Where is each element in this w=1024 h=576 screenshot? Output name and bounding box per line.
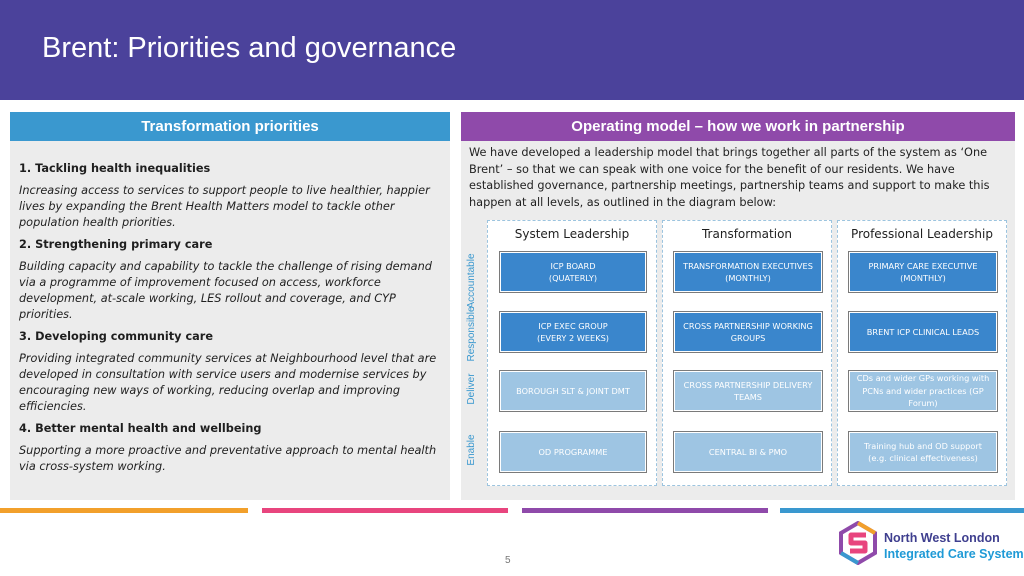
cell-cds-and-wider-gps: CDs and wider GPs working with PCNs and …: [848, 370, 998, 412]
priority-2-desc: Building capacity and capability to tack…: [19, 260, 432, 321]
operating-model-heading: Operating model – how we work in partner…: [461, 112, 1015, 141]
footer-bar-purple: [522, 508, 768, 513]
priorities-list: 1. Tackling health inequalities Increasi…: [10, 141, 450, 475]
logo-line-2: Integrated Care System: [884, 547, 1024, 561]
priority-3-title: 3. Developing community care: [19, 330, 214, 343]
transformation-priorities-heading: Transformation priorities: [10, 112, 450, 141]
operating-model-intro: We have developed a leadership model tha…: [469, 146, 990, 209]
nwl-logo-text: North West London Integrated Care System: [884, 530, 1024, 562]
header-bar: Brent: Priorities and governance: [0, 0, 1024, 100]
cell-cross-partnership-working-groups: CROSS PARTNERSHIP WORKING GROUPS: [673, 311, 823, 353]
page-number: 5: [505, 555, 511, 566]
page-title: Brent: Priorities and governance: [42, 32, 457, 64]
priority-4-title: 4. Better mental health and wellbeing: [19, 422, 262, 435]
row-label-enable: Enable: [465, 434, 477, 466]
cell-central-bi-pmo: CENTRAL BI & PMO: [673, 431, 823, 473]
row-label-responsible: Responsible: [465, 306, 477, 362]
operating-model-panel: Operating model – how we work in partner…: [461, 112, 1015, 500]
row-label-deliver: Deliver: [465, 373, 477, 405]
cell-cross-partnership-delivery-teams: CROSS PARTNERSHIP DELIVERY TEAMS: [673, 370, 823, 412]
cell-transformation-executives: TRANSFORMATION EXECUTIVES(MONTHLY): [673, 251, 823, 293]
priority-3-desc: Providing integrated community services …: [19, 352, 437, 413]
cell-training-hub: Training hub and OD support (e.g. clinic…: [848, 431, 998, 473]
priority-1-desc: Increasing access to services to support…: [19, 184, 430, 229]
column-title-system-leadership: System Leadership: [514, 227, 630, 241]
column-title-professional-leadership: Professional Leadership: [851, 227, 993, 241]
row-label-accountable: Accountable: [465, 253, 477, 309]
cell-primary-care-executive: PRIMARY CARE EXECUTIVE(MONTHLY): [848, 251, 998, 293]
cell-icp-exec-group: ICP EXEC GROUP(EVERY 2 WEEKS): [499, 311, 647, 353]
cell-borough-slt-joint-dmt: BOROUGH SLT & JOINT DMT: [499, 370, 647, 412]
priority-2-title: 2. Strengthening primary care: [19, 238, 213, 251]
footer-bar-pink: [262, 508, 508, 513]
footer-bar-orange: [0, 508, 248, 513]
transformation-priorities-panel: Transformation priorities 1. Tackling he…: [10, 112, 450, 500]
logo-line-1: North West London: [884, 531, 1000, 545]
priority-1-title: 1. Tackling health inequalities: [19, 162, 211, 175]
column-title-transformation: Transformation: [701, 227, 793, 241]
cell-brent-icp-clinical-leads: BRENT ICP CLINICAL LEADS: [848, 311, 998, 353]
footer-bar-blue: [780, 508, 1024, 513]
nwl-logo-icon: [839, 521, 877, 565]
priority-4-desc: Supporting a more proactive and preventa…: [19, 444, 437, 473]
cell-od-programme: OD PROGRAMME: [499, 431, 647, 473]
cell-icp-board: ICP BOARD(QUATERLY): [499, 251, 647, 293]
